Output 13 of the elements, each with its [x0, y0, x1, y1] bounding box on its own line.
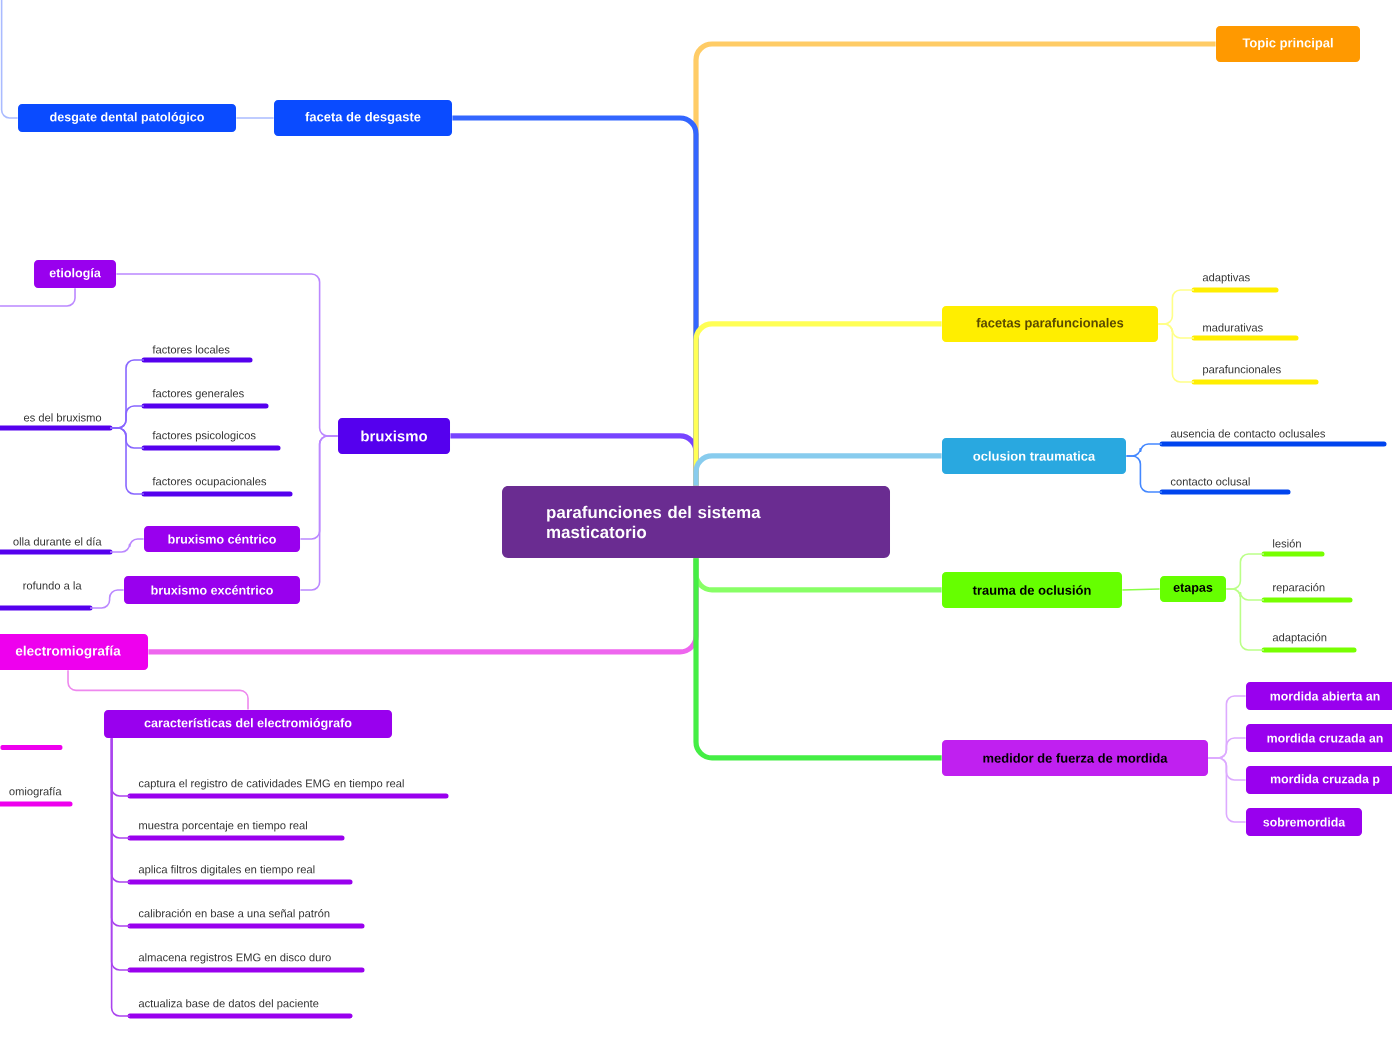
connector-line: [693, 453, 942, 486]
connector-line: [109, 427, 145, 495]
connector-line: [0, 287, 76, 307]
connector-line: [1121, 588, 1161, 591]
connector-line: [693, 558, 942, 761]
connector-line: [89, 589, 125, 609]
connector-line: [235, 117, 275, 119]
connector-line: [0, 0, 19, 119]
underline-bar: [0, 745, 63, 750]
connector-line: [109, 538, 145, 553]
connector-line: [1157, 323, 1195, 383]
connector-line: [1207, 757, 1247, 823]
central-topic-box: parafunciones del sistema masticatorio: [502, 485, 890, 558]
